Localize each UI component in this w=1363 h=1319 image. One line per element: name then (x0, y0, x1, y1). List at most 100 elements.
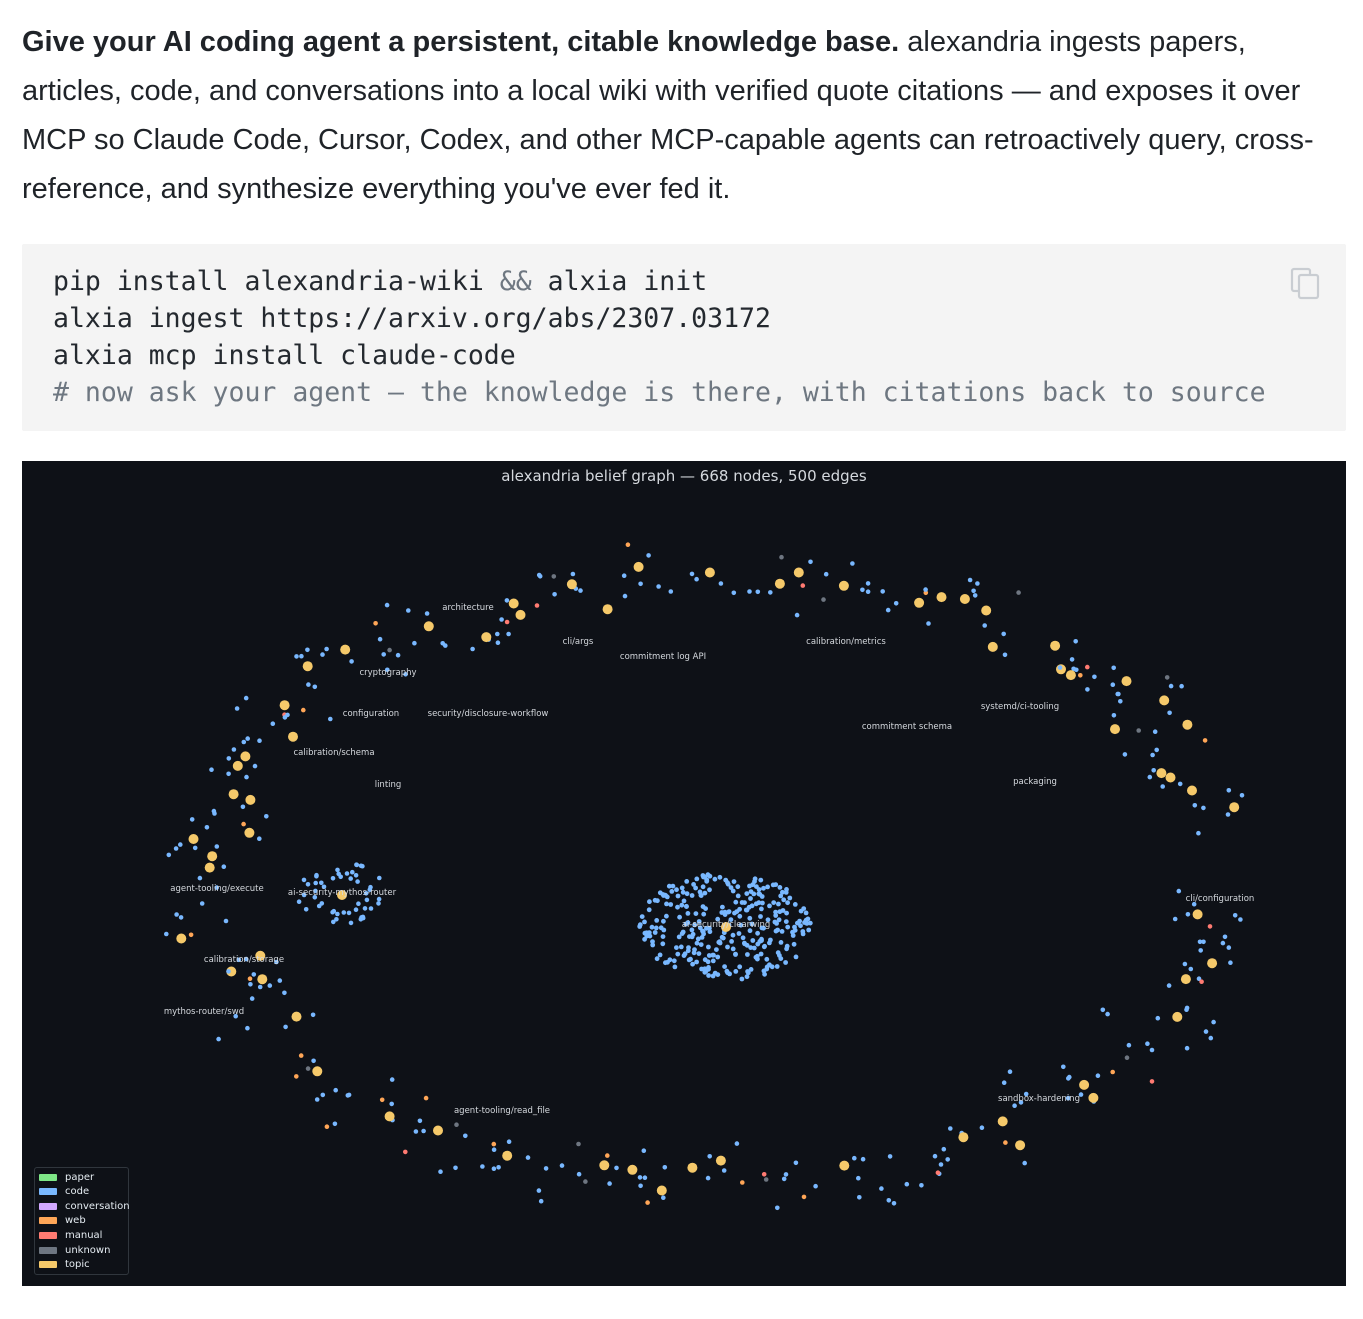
topic-node-169 (176, 933, 187, 944)
topic-node-313 (1050, 640, 1061, 651)
cluster-node-134 (679, 885, 685, 891)
source-node-90 (707, 1154, 712, 1159)
topic-node-261 (566, 579, 577, 590)
source-node-341 (1122, 752, 1128, 757)
source-node-238 (384, 602, 390, 608)
source-node-350 (1151, 768, 1156, 773)
cluster-node-54 (698, 942, 704, 947)
source-node-101 (641, 1148, 647, 1153)
topic-node-246 (481, 632, 492, 643)
mini-cluster-node-19 (296, 899, 302, 904)
topic-node-87 (715, 1155, 726, 1166)
source-node-269 (638, 581, 643, 587)
cluster-node-193 (685, 911, 691, 916)
cluster-node-273 (639, 914, 645, 919)
source-node-31 (1105, 1011, 1110, 1017)
cluster-node-194 (807, 920, 813, 926)
cluster-node-260 (680, 929, 686, 935)
source-node-199 (209, 767, 214, 772)
cluster-node-251 (722, 912, 728, 917)
source-node-245 (443, 643, 448, 648)
source-node-141 (320, 1092, 326, 1098)
topic-node-288 (838, 580, 849, 591)
cluster-node-131 (770, 882, 776, 888)
cluster-node-265 (672, 964, 678, 970)
cluster-node-280 (698, 893, 704, 898)
cluster-node-79 (754, 884, 759, 889)
cluster-node-81 (769, 964, 775, 970)
source-node-104 (607, 1181, 612, 1186)
source-node-294 (885, 607, 891, 613)
cluster-node-9 (730, 946, 736, 952)
cluster-node-249 (750, 938, 756, 943)
legend-label-unknown: unknown (65, 1244, 111, 1256)
cluster-node-221 (717, 874, 723, 880)
source-node-307 (972, 593, 978, 598)
mini-cluster-node-26 (353, 873, 359, 878)
code-lines: pip install alexandria-wiki && alxia ini… (22, 244, 1346, 411)
source-node-310 (982, 623, 987, 628)
cluster-node-83 (764, 956, 770, 962)
mini-cluster-node-42 (336, 871, 342, 877)
legend-label-conversation: conversation (65, 1200, 130, 1212)
source-node-320 (1057, 665, 1063, 670)
mini-cluster-node-45 (356, 901, 361, 906)
legend-swatch-topic (39, 1261, 57, 1269)
source-node-113 (525, 1155, 531, 1160)
source-node-27 (1184, 1007, 1189, 1012)
legend-item-conversation: conversation (39, 1199, 130, 1213)
source-node-56 (1022, 1160, 1027, 1166)
source-node-340 (1202, 738, 1208, 743)
cluster-node-96 (652, 930, 658, 935)
topic-node-267 (633, 561, 644, 572)
cluster-node-256 (729, 939, 734, 944)
cluster-node-16 (686, 957, 692, 963)
cluster-node-171 (660, 934, 666, 939)
source-node-94 (645, 1200, 650, 1205)
mini-cluster-node-39 (335, 867, 340, 873)
source-node-107 (583, 1179, 588, 1184)
source-node-117 (506, 1139, 512, 1144)
source-node-303 (967, 577, 973, 583)
mini-cluster-node-23 (350, 869, 355, 875)
source-node-0 (1185, 912, 1191, 917)
source-node-254 (499, 617, 504, 622)
source-node-33 (1100, 1007, 1106, 1013)
cluster-node-183 (784, 910, 789, 916)
belief-graph-canvas: alexandria belief graph — 668 nodes, 500… (164, 467, 1254, 1211)
source-node-270 (646, 553, 651, 558)
cluster-node-128 (730, 888, 736, 894)
source-node-286 (794, 612, 800, 618)
topic-label: architecture (442, 603, 493, 613)
source-node-208 (241, 739, 247, 745)
source-node-327 (1118, 699, 1123, 704)
cluster-node-203 (748, 945, 754, 950)
source-node-326 (1110, 682, 1116, 687)
code-line-1-op: && (499, 266, 532, 297)
cluster-node-248 (759, 894, 765, 899)
legend-swatch-web (39, 1217, 57, 1225)
source-node-40 (1061, 1064, 1066, 1070)
cluster-node-227 (704, 925, 709, 931)
cluster-node-174 (707, 929, 713, 935)
mini-cluster-node-38 (359, 915, 364, 920)
source-node-124 (463, 1133, 468, 1139)
source-node-106 (576, 1171, 582, 1177)
topic-label: agent-tooling/read_file (454, 1106, 550, 1116)
cluster-node-86 (748, 889, 754, 894)
topic-node-325 (1121, 676, 1132, 687)
mini-cluster-node-44 (331, 908, 337, 914)
cluster-node-236 (637, 922, 643, 928)
cluster-node-208 (702, 966, 708, 972)
mini-cluster-node-34 (363, 891, 369, 896)
cluster-node-242 (747, 883, 752, 889)
source-node-60 (979, 1125, 985, 1130)
source-node-304 (971, 588, 976, 594)
cluster-node-37 (773, 913, 779, 918)
topic-node-180 (207, 851, 218, 862)
copy-button[interactable] (1288, 266, 1322, 300)
cluster-node-89 (777, 885, 783, 890)
source-node-297 (926, 621, 931, 626)
source-node-280 (755, 589, 761, 595)
source-node-240 (424, 611, 430, 616)
